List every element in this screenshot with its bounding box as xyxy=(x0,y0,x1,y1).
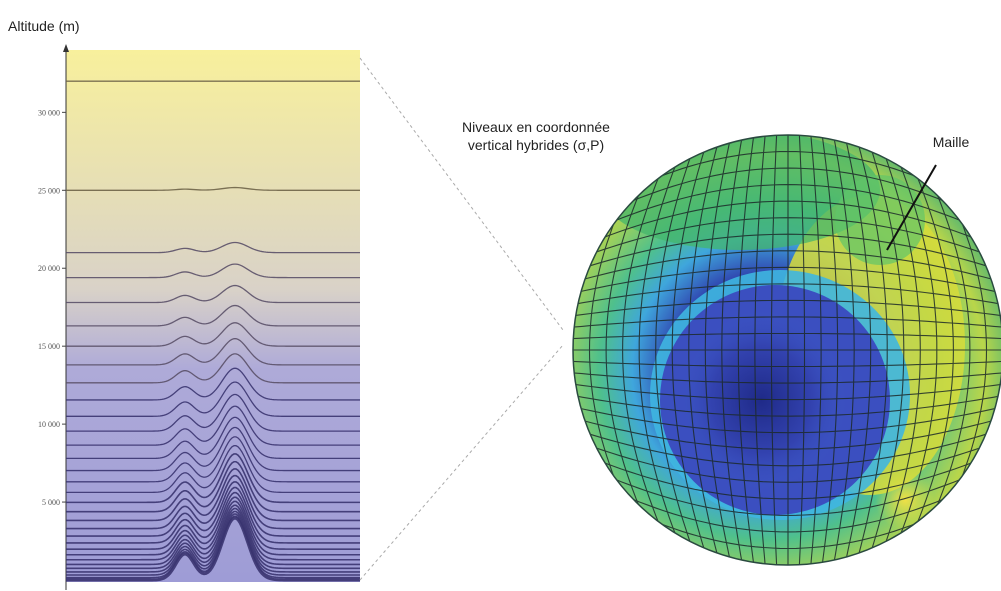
y-axis-title: Altitude (m) xyxy=(8,18,80,34)
mesh-line xyxy=(573,360,1001,368)
levels-title-line2: vertical hybrides (σ,P) xyxy=(468,137,604,153)
level-line xyxy=(66,426,360,472)
cell-callout-line xyxy=(886,164,937,251)
mesh-line xyxy=(798,135,806,565)
atmosphere-column xyxy=(66,50,360,582)
level-line xyxy=(66,474,360,530)
level-line xyxy=(66,453,360,504)
mesh-line xyxy=(574,406,1001,434)
mesh-line xyxy=(867,138,905,562)
mesh-line xyxy=(573,383,1001,401)
y-axis-ticks: 5 000 10 000 15 000 20 000 25 000 30 000 xyxy=(38,108,66,507)
level-line xyxy=(66,515,360,579)
level-line xyxy=(66,353,360,384)
mesh-line xyxy=(856,137,888,563)
y-tick-label: 15 000 xyxy=(38,342,60,351)
mesh-line xyxy=(890,140,938,560)
mesh-line xyxy=(578,452,998,500)
level-line xyxy=(66,436,360,483)
y-tick-label: 20 000 xyxy=(38,264,60,273)
y-tick-label: 25 000 xyxy=(38,186,60,195)
cell-label: Maille xyxy=(933,134,970,150)
mesh-line xyxy=(580,463,996,516)
level-line xyxy=(66,491,360,550)
level-line xyxy=(66,381,360,417)
y-axis-arrow xyxy=(63,44,69,52)
level-line xyxy=(66,322,360,347)
y-tick-label: 10 000 xyxy=(38,420,60,429)
level-line xyxy=(66,504,360,566)
mesh-line xyxy=(833,136,855,564)
projection-line-top xyxy=(359,57,564,331)
mesh-line xyxy=(581,475,995,533)
level-line xyxy=(66,304,360,327)
mesh-line xyxy=(577,440,999,483)
level-line xyxy=(66,338,360,366)
mesh-line xyxy=(844,136,872,564)
level-line xyxy=(66,460,360,513)
level-line xyxy=(66,284,360,304)
level-line xyxy=(66,405,360,446)
level-line xyxy=(66,510,360,573)
levels-title-line1: Niveaux en coordonnée xyxy=(462,119,610,135)
level-line xyxy=(66,507,360,570)
level-line xyxy=(66,513,360,576)
projection-line-bottom xyxy=(359,344,564,581)
y-tick-label: 5 000 xyxy=(42,498,60,507)
y-tick-label: 30 000 xyxy=(38,108,60,117)
mesh-line xyxy=(576,429,1000,467)
mesh-line xyxy=(878,139,921,561)
level-line xyxy=(66,263,360,279)
level-line xyxy=(66,367,360,401)
mesh-line xyxy=(573,372,1001,384)
mesh-line xyxy=(574,395,1001,417)
level-line xyxy=(66,486,360,544)
level-line xyxy=(66,393,360,432)
level-line xyxy=(66,468,360,522)
level-line xyxy=(66,500,360,561)
globe xyxy=(572,134,1001,566)
vertical-levels xyxy=(66,80,360,582)
level-line xyxy=(66,416,360,460)
mesh-line xyxy=(901,142,954,558)
level-line xyxy=(66,496,360,556)
level-line xyxy=(66,186,360,191)
level-line xyxy=(66,445,360,494)
mesh-line xyxy=(821,135,839,565)
mesh-line xyxy=(913,143,971,557)
mesh-line xyxy=(810,135,822,565)
mesh-line xyxy=(575,418,1001,450)
level-line xyxy=(66,241,360,254)
level-line xyxy=(66,516,360,582)
level-line xyxy=(66,481,360,537)
